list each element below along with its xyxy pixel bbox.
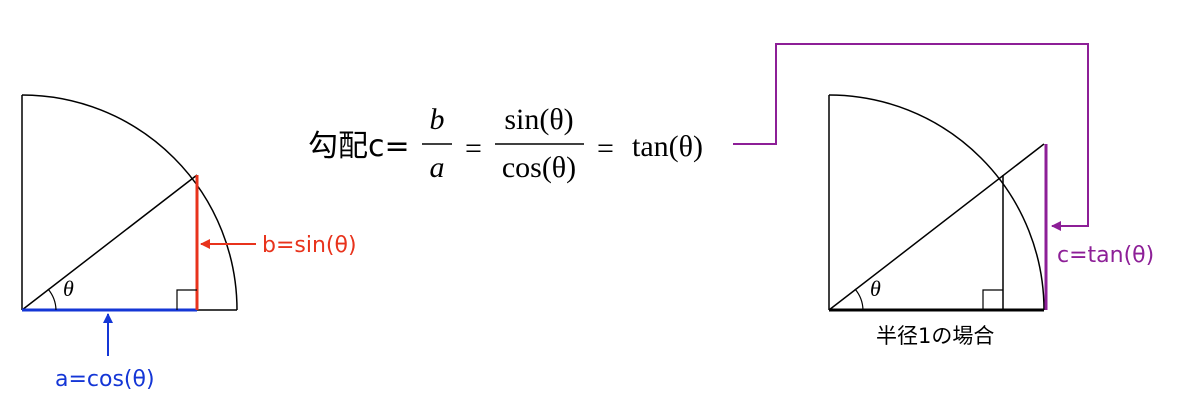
frac2-numerator: sin(θ): [504, 103, 573, 136]
frac1-numerator: b: [430, 103, 445, 136]
equals-2: =: [597, 132, 614, 165]
right-quarter-arc: [828, 94, 1045, 311]
sin-label: b=sin(θ): [262, 233, 357, 258]
left-quarter-arc: [21, 94, 238, 311]
right-right-angle-mark: [982, 289, 1003, 310]
slope-formula: 勾配c= b a = sin(θ) cos(θ) = tan(θ): [308, 103, 703, 184]
right-unit-circle-diagram: θ c=tan(θ) 半径1の場合: [733, 43, 1154, 348]
tan-label: c=tan(θ): [1057, 243, 1154, 268]
left-angle-arc: [47, 288, 57, 311]
right-theta-label: θ: [870, 276, 881, 301]
equals-1: =: [465, 132, 482, 165]
radius-caption: 半径1の場合: [876, 324, 994, 348]
formula-prefix: 勾配c=: [308, 129, 410, 164]
frac1-denominator: a: [430, 151, 445, 184]
cos-label: a=cos(θ): [55, 367, 155, 392]
tan-connector-line: [733, 43, 1089, 227]
right-angle-arc: [854, 288, 864, 311]
left-theta-label: θ: [63, 276, 74, 301]
right-tangent-ray: [828, 143, 1045, 311]
formula-result: tan(θ): [632, 130, 703, 163]
left-radius-line: [21, 174, 198, 311]
left-right-angle-mark: [176, 289, 197, 310]
left-unit-circle-diagram: θ b=sin(θ) a=cos(θ): [21, 94, 357, 392]
frac2-denominator: cos(θ): [502, 151, 576, 184]
